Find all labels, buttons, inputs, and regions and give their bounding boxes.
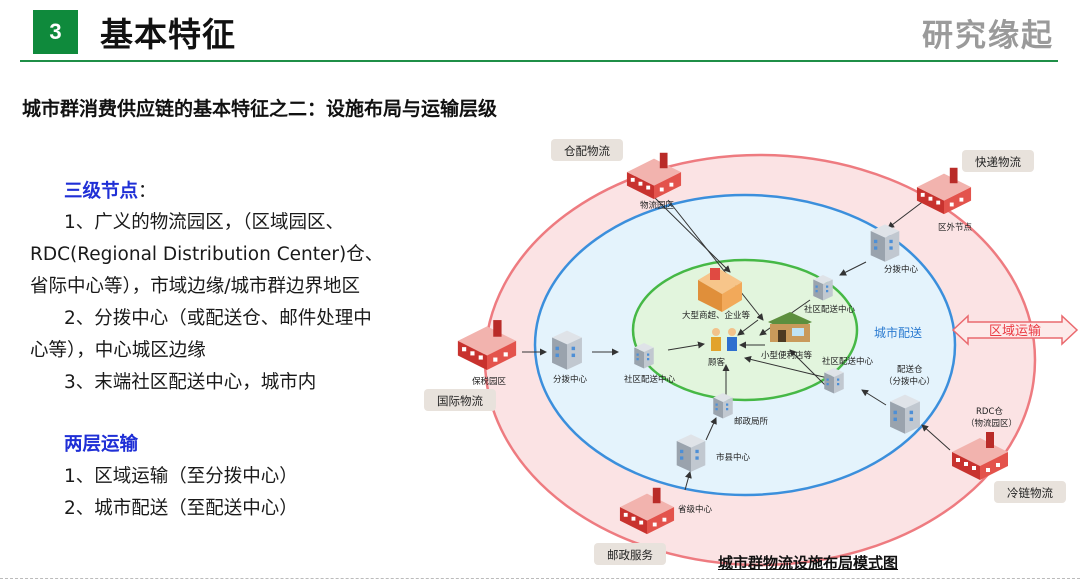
label-community-center-w: 社区配送中心 (624, 374, 676, 385)
label-logistics-park: 物流园区 (640, 200, 675, 211)
label-dist-center-w: 分拨中心 (553, 374, 588, 385)
regional-transport-arrow (951, 314, 1079, 346)
node-line-4: 2、分拨中心（或配送仓、邮件处理中 (64, 308, 372, 329)
tag-international-logistics: 国际物流 (424, 389, 496, 411)
header-divider (20, 60, 1058, 62)
heading-colon: ： (138, 181, 157, 202)
label-provincial-center: 省级中心 (678, 504, 713, 515)
label-rdc-sub: （物流园区） (966, 418, 1017, 429)
bottom-divider (0, 578, 1080, 580)
label-customer: 顾客 (708, 357, 726, 368)
svg-text:快递物流: 快递物流 (975, 155, 1021, 169)
community-center-ne-icon (813, 275, 833, 301)
tag-cold-chain-logistics: 冷链物流 (994, 481, 1066, 503)
label-community-center-ne: 社区配送中心 (804, 304, 856, 315)
tag-warehouse-logistics: 仓配物流 (551, 139, 623, 161)
label-county-center: 市县中心 (716, 452, 751, 463)
label-post-office: 邮政局所 (734, 416, 769, 427)
label-regional-transport: 区域运输 (989, 323, 1041, 339)
label-bonded-park: 保税园区 (472, 376, 507, 387)
label-warehouse: 配送仓 (897, 364, 923, 375)
svg-text:国际物流: 国际物流 (437, 394, 483, 408)
dist-center-w-icon (552, 330, 582, 370)
node-line-5: 心等），中心城区边缘 (30, 340, 206, 361)
tag-express-logistics: 快递物流 (962, 150, 1034, 172)
heading-two-level-transport: 两层运输 (64, 434, 139, 455)
dist-center-ne-icon (870, 224, 900, 262)
post-office-icon (713, 393, 733, 419)
community-center-w-icon (634, 343, 654, 369)
section-number-badge: 3 (33, 10, 78, 54)
diagram-caption: 城市群物流设施布局模式图 (718, 554, 899, 572)
svg-text:冷链物流: 冷链物流 (1007, 486, 1053, 500)
node-line-2: RDC(Regional Distribution Center)仓、 (30, 244, 384, 265)
brand-title: 研究缘起 (922, 18, 1054, 54)
node-line-6: 3、末端社区配送中心，城市内 (64, 372, 317, 393)
label-warehouse-sub: （分拨中心） (884, 376, 935, 387)
tag-postal-service: 邮政服务 (594, 543, 666, 565)
label-rdc: RDC仓 (976, 406, 1003, 417)
heading-text: 三级节点 (64, 181, 139, 202)
transport-line-2: 2、城市配送（至配送中心） (64, 498, 298, 519)
node-line-1: 1、广义的物流园区，（区域园区、 (64, 212, 345, 233)
mall-icon (698, 268, 742, 312)
county-center-icon (676, 434, 706, 472)
warehouse-icon (890, 394, 920, 434)
label-outer-node: 区外节点 (938, 222, 973, 233)
svg-text:邮政服务: 邮政服务 (607, 548, 653, 562)
label-convenience: 小型便利店等 (761, 350, 813, 361)
convenience-store-icon (768, 312, 812, 342)
label-dist-center-ne: 分拨中心 (884, 264, 919, 275)
node-line-3: 省际中心等），市域边缘/城市群边界地区 (30, 276, 360, 297)
customer-icon (711, 328, 737, 351)
label-city-delivery: 城市配送 (874, 325, 922, 340)
transport-line-1: 1、区域运输（至分拨中心） (64, 466, 298, 487)
label-community-center-e: 社区配送中心 (822, 356, 874, 367)
svg-text:仓配物流: 仓配物流 (564, 144, 610, 158)
label-mall: 大型商超、企业等 (682, 310, 751, 321)
community-center-e-icon (824, 368, 844, 394)
slide-subtitle: 城市群消费供应链的基本特征之二：设施布局与运输层级 (22, 98, 498, 120)
page-title: 基本特征 (100, 15, 236, 54)
heading-three-level-nodes: 三级节点： (64, 177, 157, 203)
